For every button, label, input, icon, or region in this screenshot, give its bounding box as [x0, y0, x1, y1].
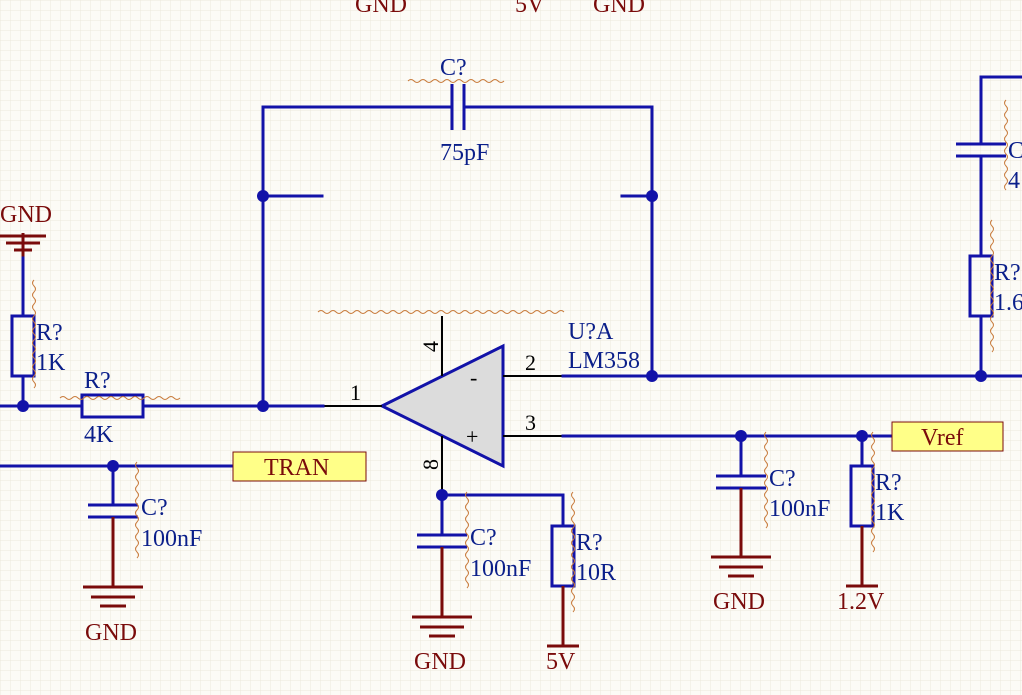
right-resistor-value: 1.6 [994, 290, 1022, 316]
opamp-ref: U?A [568, 319, 614, 345]
opamp-plus-sign: + [466, 424, 478, 449]
tran-capacitor[interactable]: C? 100nF [88, 461, 202, 586]
opamp-u-a[interactable]: - + 1 2 3 4 8 U?A LM358 [317, 310, 640, 496]
supply-cap-value: 100nF [470, 556, 531, 582]
opamp-pin-4: 4 [418, 341, 443, 352]
vref-port-label: Vref [921, 425, 964, 451]
tran-ground-symbol: GND [83, 585, 143, 646]
right-cap-value: 4 [1008, 168, 1020, 194]
main-wires [0, 370, 1022, 472]
gnd-top-left-label: GND [0, 202, 52, 228]
feedback-cap-ref: C? [440, 55, 467, 81]
right-resistor-ref: R? [994, 260, 1021, 286]
series-resistor-ref: R? [84, 368, 111, 394]
vcc-supply-label: 5V [546, 649, 576, 675]
opamp-pin-1: 1 [350, 380, 361, 405]
tran-cap-ref: C? [141, 495, 168, 521]
gnd-supply-label: GND [414, 649, 466, 675]
vref-cap-value: 100nF [769, 496, 830, 522]
vref-resistor-value: 1K [875, 500, 905, 526]
supply-ground-symbol: GND [412, 615, 472, 675]
right-resistor[interactable]: R? 1.6 [968, 219, 1022, 378]
feedback-wires [257, 105, 658, 408]
right-cap-ref: C [1008, 138, 1022, 164]
gnd-vref-label: GND [713, 589, 765, 615]
tran-port[interactable]: TRAN [232, 451, 367, 482]
tran-cap-value: 100nF [141, 526, 202, 552]
series-resistor-4k[interactable]: R? 4K [59, 368, 181, 448]
top-5v-label: 5V [515, 0, 545, 18]
series-resistor-value: 4K [84, 422, 114, 448]
left-resistor-value: 1K [36, 350, 66, 376]
opamp-pin-2: 2 [525, 350, 536, 375]
supply-cap-ref: C? [470, 525, 497, 551]
vref-resistor-ref: R? [875, 470, 902, 496]
top-gnd-label-2: GND [593, 0, 645, 18]
right-capacitor[interactable]: C 4 [956, 75, 1022, 258]
gnd-tran-label: GND [85, 620, 137, 646]
tran-port-label: TRAN [264, 455, 329, 481]
supply-capacitor[interactable]: C? 100nF [417, 491, 531, 616]
vref-capacitor[interactable]: C? 100nF [716, 431, 830, 556]
opamp-pin-3: 3 [525, 410, 536, 435]
v-vref-label: 1.2V [837, 589, 885, 615]
vref-port[interactable]: Vref [891, 421, 1004, 452]
feedback-cap-value: 75pF [440, 140, 489, 166]
supply-resistor-value: 10R [576, 560, 616, 586]
opamp-pin-8: 8 [418, 459, 443, 470]
supply-resistor-ref: R? [576, 530, 603, 556]
left-ground-symbol: GND [0, 202, 52, 258]
opamp-part: LM358 [568, 348, 640, 374]
left-resistor-1k[interactable]: R? 1K [10, 256, 66, 408]
vref-ground-symbol: GND [711, 555, 771, 615]
vref-cap-ref: C? [769, 466, 796, 492]
opamp-minus-sign: - [470, 365, 477, 390]
supply-resistor[interactable]: R? 10R 5V [546, 491, 616, 675]
top-gnd-label-1: GND [355, 0, 407, 18]
left-resistor-ref: R? [36, 320, 63, 346]
vref-resistor[interactable]: R? 1K 1.2V [837, 431, 905, 615]
